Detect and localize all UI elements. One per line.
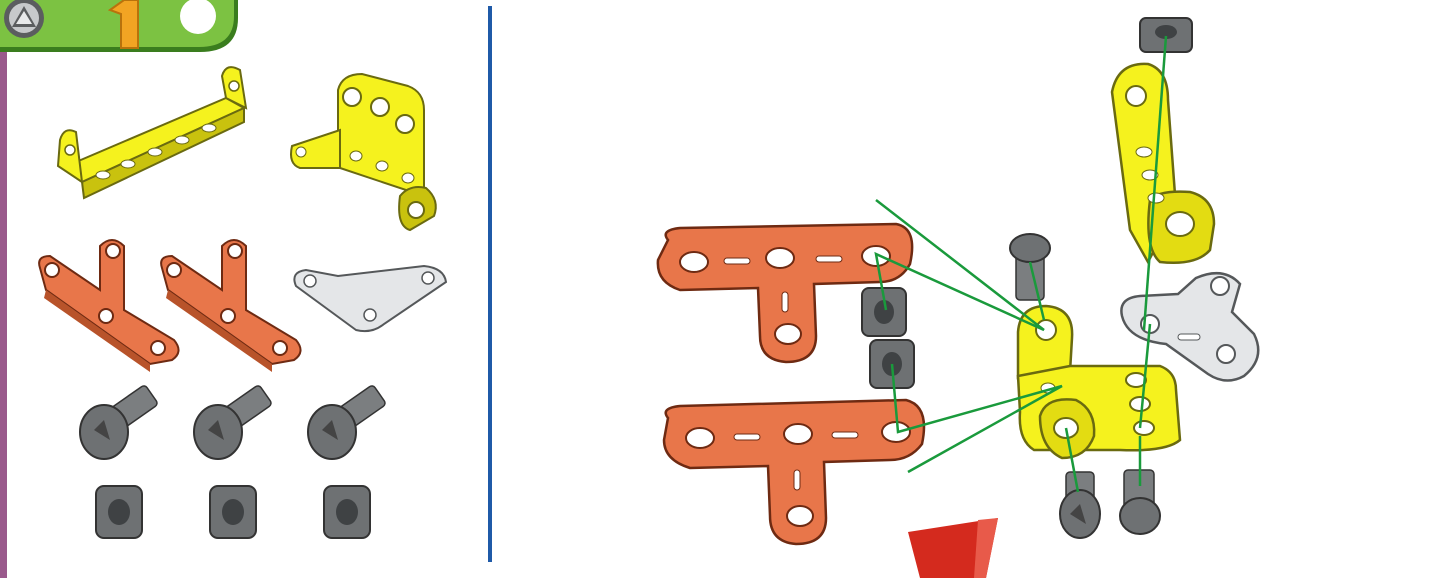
part-orange-t-plate-1: [39, 240, 178, 372]
part-orange-t-plate-2: [161, 240, 300, 372]
red-arrow-icon: [908, 518, 998, 578]
part-square-nut-3: [324, 486, 370, 538]
sidebar-accent-bar: [0, 40, 7, 578]
part-square-nut-2: [210, 486, 256, 538]
part-square-nut-1: [96, 486, 142, 538]
part-yellow-angle-bracket: [291, 74, 436, 230]
part-yellow-u-bracket-long: [58, 67, 246, 198]
assembly-orange-t-plate-bottom: [664, 400, 924, 544]
part-bolt-3: [308, 384, 387, 459]
assembly-bolt-bottom-left: [1060, 472, 1100, 538]
assembly-silver-l-plate: [1121, 273, 1258, 380]
step-badge: 1: [0, 0, 238, 52]
part-bolt-2: [194, 384, 273, 459]
part-silver-l-plate: [294, 266, 446, 331]
part-bolt-1: [80, 384, 159, 459]
assembly-yellow-u-bracket-vertical: [1112, 64, 1214, 263]
